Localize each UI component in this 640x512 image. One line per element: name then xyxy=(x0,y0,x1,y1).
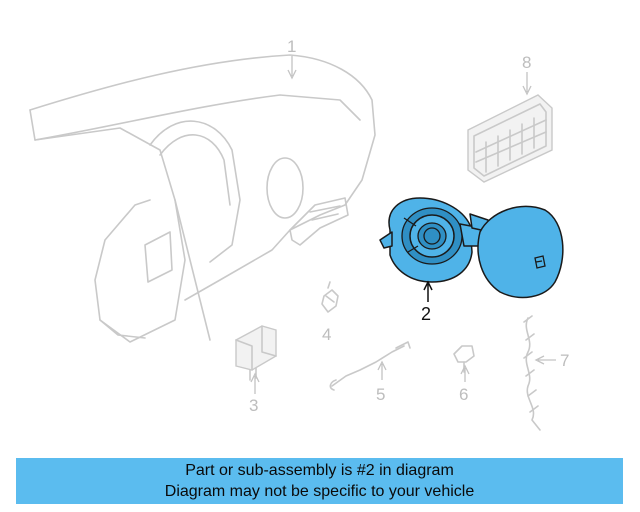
callout-5: 5 xyxy=(376,385,385,404)
leader-5 xyxy=(377,360,387,380)
parts-diagram: 1 8 2 4 3 xyxy=(29,37,569,431)
callout-2: 2 xyxy=(421,304,431,324)
tether-part-7 xyxy=(523,315,541,431)
callout-8: 8 xyxy=(522,53,531,72)
callout-4: 4 xyxy=(322,325,331,344)
leader-6 xyxy=(460,364,470,382)
release-cable-part-5 xyxy=(329,341,411,391)
caption-line-1: Part or sub-assembly is #2 in diagram xyxy=(185,462,454,479)
quarter-panel-part-1 xyxy=(29,54,376,343)
caption-line-2: Diagram may not be specific to your vehi… xyxy=(164,483,475,500)
leader-3 xyxy=(250,372,260,394)
clip-part-4 xyxy=(321,281,339,313)
caption-bar: Part or sub-assembly is #2 in diagram Di… xyxy=(16,458,623,504)
callout-7: 7 xyxy=(560,351,569,370)
fuel-door-assembly-part-2 xyxy=(379,197,564,299)
leader-7 xyxy=(534,355,556,365)
callout-6: 6 xyxy=(459,385,468,404)
bracket-part-3 xyxy=(235,325,277,381)
leader-2 xyxy=(423,280,433,302)
callout-3: 3 xyxy=(249,396,258,415)
vent-part-8 xyxy=(467,94,553,183)
leader-8 xyxy=(522,72,532,96)
leader-1 xyxy=(287,56,297,80)
callout-1: 1 xyxy=(287,37,296,56)
